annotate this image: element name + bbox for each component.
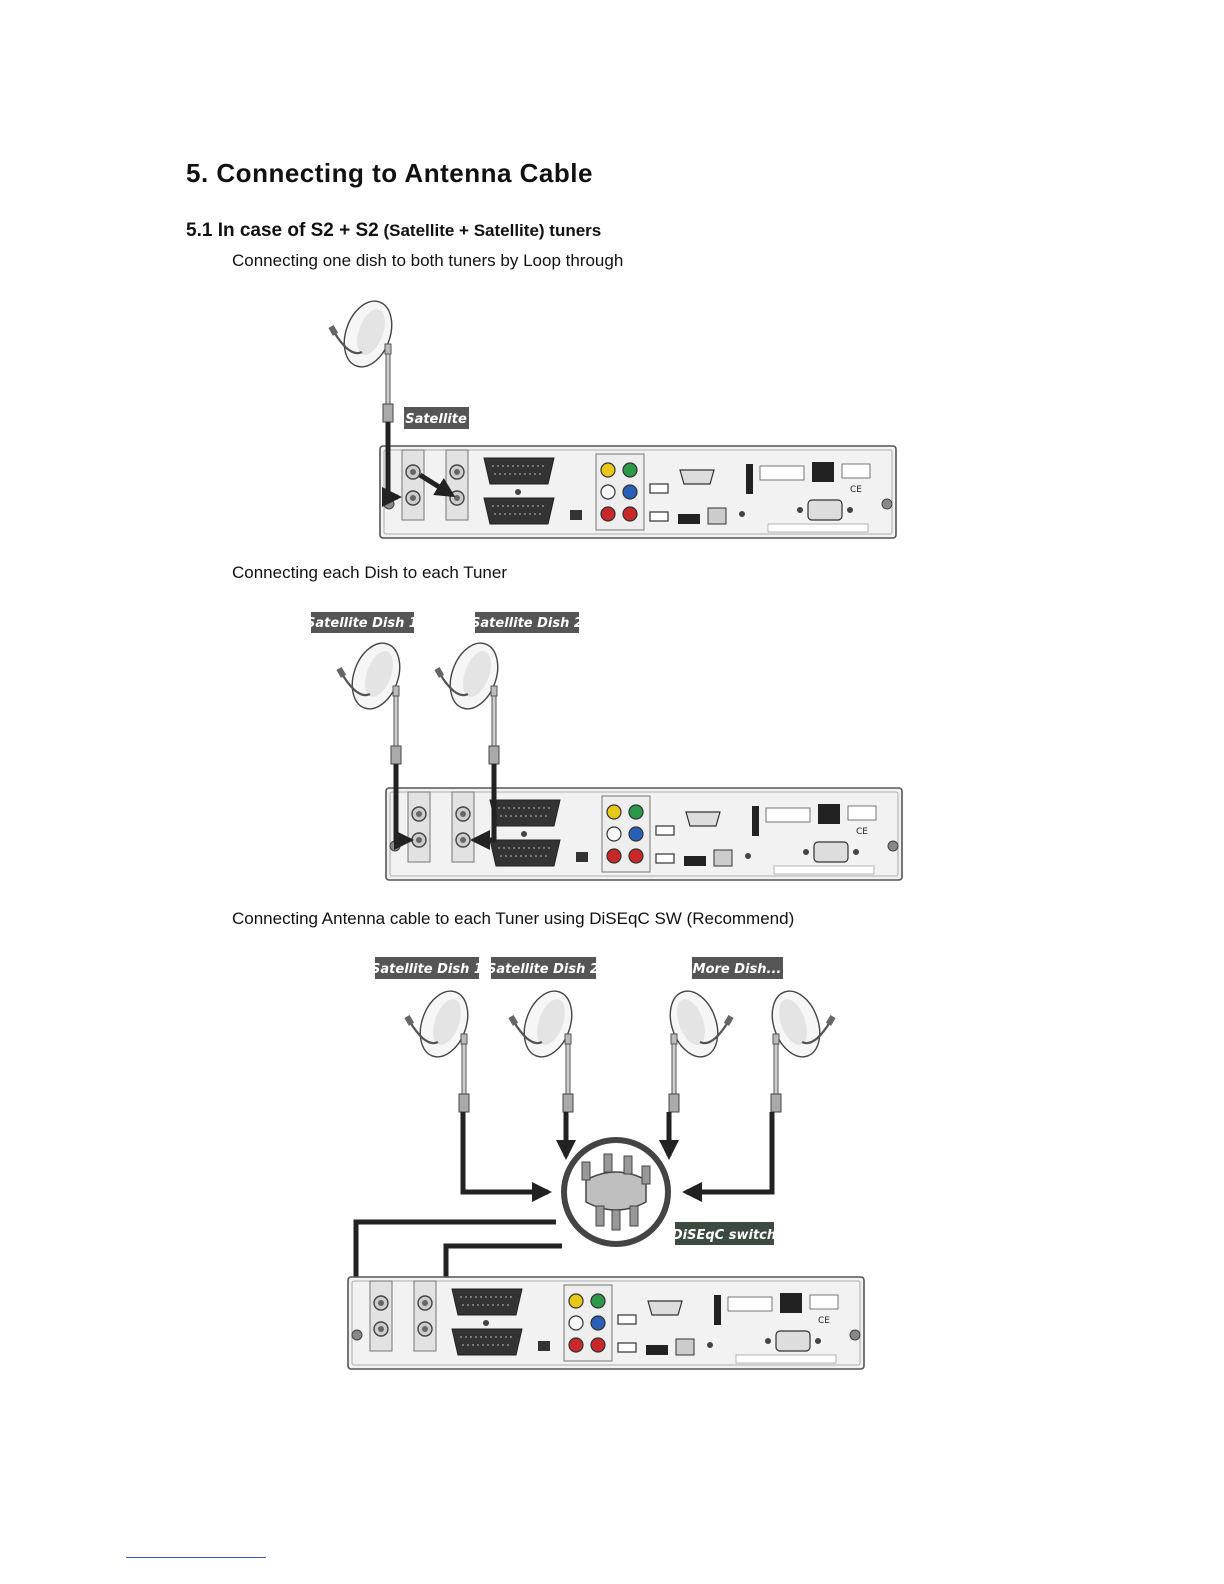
cable-dish-to-tuner1 [382,422,402,507]
tag-diseqc-switch-text: DiSEqC switch [672,1228,776,1243]
tag-satellite-dish-1 [311,612,414,633]
diagram-loop-through: Satellite [327,293,897,539]
satellite-dish-2-icon [433,635,508,766]
diagram-diseqc: Satellite Dish 1 Satellite Dish 2 More D… [347,957,865,1370]
tag-satellite-dish-2-text: Satellite Dish 2 [471,616,583,631]
satellite-dish-2-icon [507,983,582,1114]
tag-diseqc-dish-2 [491,957,596,979]
cable-loop-through [418,472,456,498]
satellite-dish-1-icon [335,635,410,766]
receiver-rear-panel [379,445,897,539]
tag-diseqc-dish-2-text: Satellite Dish 2 [487,962,599,977]
section-heading-main: 5.1 In case of S2 + S2 [186,220,379,241]
receiver-rear-panel [385,787,903,881]
tag-satellite [404,407,469,429]
section-heading: 5.1 In case of S2 + S2 (Satellite + Sate… [186,220,601,242]
tag-diseqc-dish-1-text: Satellite Dish 1 [371,962,483,977]
satellite-dish-1-icon [403,983,478,1114]
satellite-dish-3-icon [660,983,735,1114]
diagram-each-dish: Satellite Dish 1 Satellite Dish 2 [306,612,903,881]
tag-diseqc-dish-1 [375,957,479,979]
footnote-rule [126,1557,266,1558]
tag-diseqc-switch [675,1222,774,1245]
page-heading: 5. Connecting to Antenna Cable [186,158,593,188]
satellite-dish-4-icon [762,983,837,1114]
cable-dish1-to-tuner1 [393,764,414,850]
tag-satellite-dish-1-text: Satellite Dish 1 [306,616,418,631]
satellite-dish-icon [327,293,402,424]
cable-dish1-to-switch [460,1112,552,1202]
caption-each-dish: Connecting each Dish to each Tuner [232,563,508,582]
caption-loop-through: Connecting one dish to both tuners by Lo… [232,251,624,270]
section-heading-detail: (Satellite + Satellite) tuners [378,221,602,240]
tag-satellite-dish-2 [475,612,579,633]
tag-more-dish [692,957,783,979]
cable-dish2-to-tuner2 [470,764,497,850]
diseqc-switch-icon [564,1140,668,1244]
caption-diseqc: Connecting Antenna cable to each Tuner u… [232,909,795,928]
tag-satellite-text: Satellite [405,412,467,427]
cable-dish4-to-switch [682,1112,775,1202]
tag-more-dish-text: More Dish... [693,962,782,977]
receiver-rear-panel [347,1276,865,1370]
